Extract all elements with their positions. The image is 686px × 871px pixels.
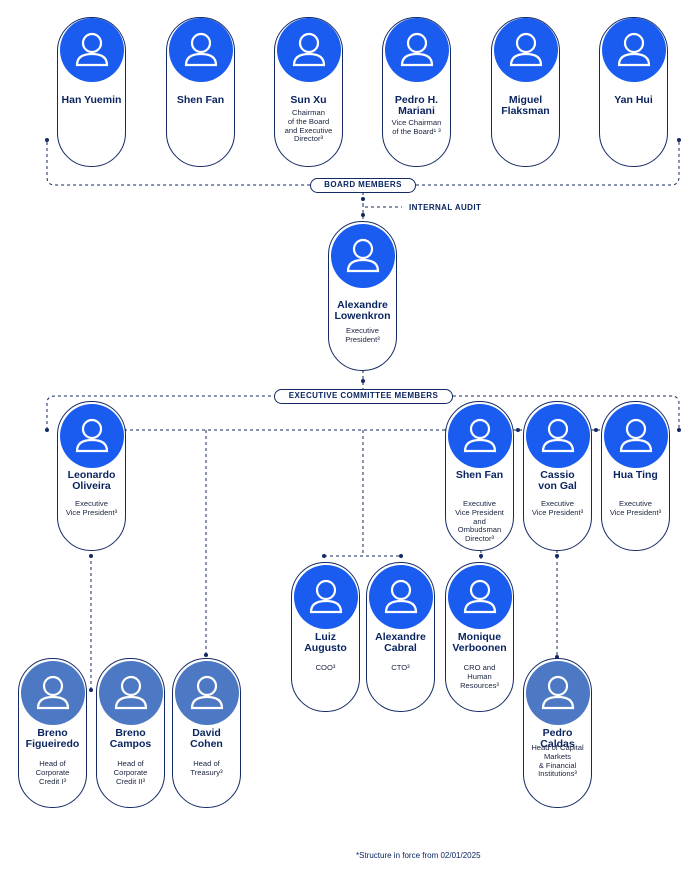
person-icon <box>369 565 433 629</box>
board-member-card: Sun Xu Chairman of the Board and Executi… <box>274 17 343 167</box>
board-member-card: Miguel Flaksman <box>491 17 560 167</box>
person-icon <box>602 18 666 82</box>
member-name: Hua Ting <box>613 469 658 481</box>
person-icon <box>526 404 590 468</box>
person-icon <box>331 224 395 288</box>
member-role: Head of Capital Markets & Financial Inst… <box>531 743 584 779</box>
member-role: COO³ <box>315 663 336 672</box>
executive-president-card: Alexandre Lowenkron Executive President³ <box>328 221 397 371</box>
person-icon <box>385 18 449 82</box>
footnote: *Structure in force from 02/01/2025 <box>356 851 481 860</box>
person-icon <box>494 18 558 82</box>
member-name: Miguel Flaksman <box>501 94 550 117</box>
person-icon <box>175 661 239 725</box>
member-role: Executive Vice President and Ombudsman D… <box>455 499 504 544</box>
executive-committee-label: EXECUTIVE COMMITTEE MEMBERS <box>274 389 453 404</box>
ops-member-card: Alexandre Cabral CTO³ <box>366 562 435 712</box>
exec-member-card: Hua Ting Executive Vice President³ <box>601 401 670 551</box>
member-role: Head of Corporate Credit I³ <box>35 759 70 786</box>
member-name: Monique Verboonen <box>452 631 507 654</box>
member-name: Breno Campos <box>109 727 152 750</box>
member-role: CTO³ <box>391 663 410 672</box>
member-role: Executive Vice President³ <box>65 499 118 517</box>
member-name: Pedro H. Mariani <box>394 94 439 117</box>
board-member-card: Han Yuemin <box>57 17 126 167</box>
person-icon <box>526 661 590 725</box>
person-icon <box>60 18 124 82</box>
member-role: Executive Vice President³ <box>531 499 584 517</box>
head-card: Breno Campos Head of Corporate Credit II… <box>96 658 165 808</box>
member-name: Cassio von Gal <box>538 469 577 492</box>
exec-member-card: Shen Fan Executive Vice President and Om… <box>445 401 514 551</box>
member-name: Alexandre Lowenkron <box>334 299 391 322</box>
person-icon <box>169 18 233 82</box>
member-role: Executive President³ <box>345 326 380 344</box>
head-card: David Cohen Head of Treasury³ <box>172 658 241 808</box>
head-card: Breno Figueiredo Head of Corporate Credi… <box>18 658 87 808</box>
member-role: Executive Vice President³ <box>609 499 662 517</box>
exec-member-card: Cassio von Gal Executive Vice President³ <box>523 401 592 551</box>
board-member-card: Yan Hui <box>599 17 668 167</box>
exec-member-card: Leonardo Oliveira Executive Vice Preside… <box>57 401 126 551</box>
board-members-label: BOARD MEMBERS <box>310 178 416 193</box>
internal-audit-label: INTERNAL AUDIT <box>409 203 482 212</box>
person-icon <box>448 404 512 468</box>
member-name: Luiz Augusto <box>304 631 347 654</box>
person-icon <box>294 565 358 629</box>
person-icon <box>60 404 124 468</box>
member-role: CRO and Human Resources³ <box>460 663 499 690</box>
board-member-card: Pedro H. Mariani Vice Chairman of the Bo… <box>382 17 451 167</box>
person-icon <box>99 661 163 725</box>
member-name: Pedro Caldas <box>540 727 575 750</box>
member-name: Leonardo Oliveira <box>67 469 116 492</box>
head-card: Pedro Caldas Head of Capital Markets & F… <box>523 658 592 808</box>
member-role: Head of Corporate Credit II³ <box>113 759 148 786</box>
member-name: Breno Figueiredo <box>25 727 80 750</box>
person-icon <box>21 661 85 725</box>
member-role: Vice Chairman of the Board¹ ³ <box>391 118 442 136</box>
member-name: Han Yuemin <box>61 94 122 106</box>
person-icon <box>448 565 512 629</box>
person-icon <box>277 18 341 82</box>
member-name: Shen Fan <box>455 469 504 481</box>
member-name: Alexandre Cabral <box>375 631 426 654</box>
member-name: David Cohen <box>190 727 223 750</box>
ops-member-card: Luiz Augusto COO³ <box>291 562 360 712</box>
member-name: Sun Xu <box>290 94 327 106</box>
person-icon <box>604 404 668 468</box>
member-role: Head of Treasury³ <box>190 759 223 777</box>
ops-member-card: Monique Verboonen CRO and Human Resource… <box>445 562 514 712</box>
member-role: Chairman of the Board and Executive Dire… <box>284 108 333 144</box>
board-member-card: Shen Fan <box>166 17 235 167</box>
member-name: Shen Fan <box>176 94 225 106</box>
member-name: Yan Hui <box>614 94 653 106</box>
